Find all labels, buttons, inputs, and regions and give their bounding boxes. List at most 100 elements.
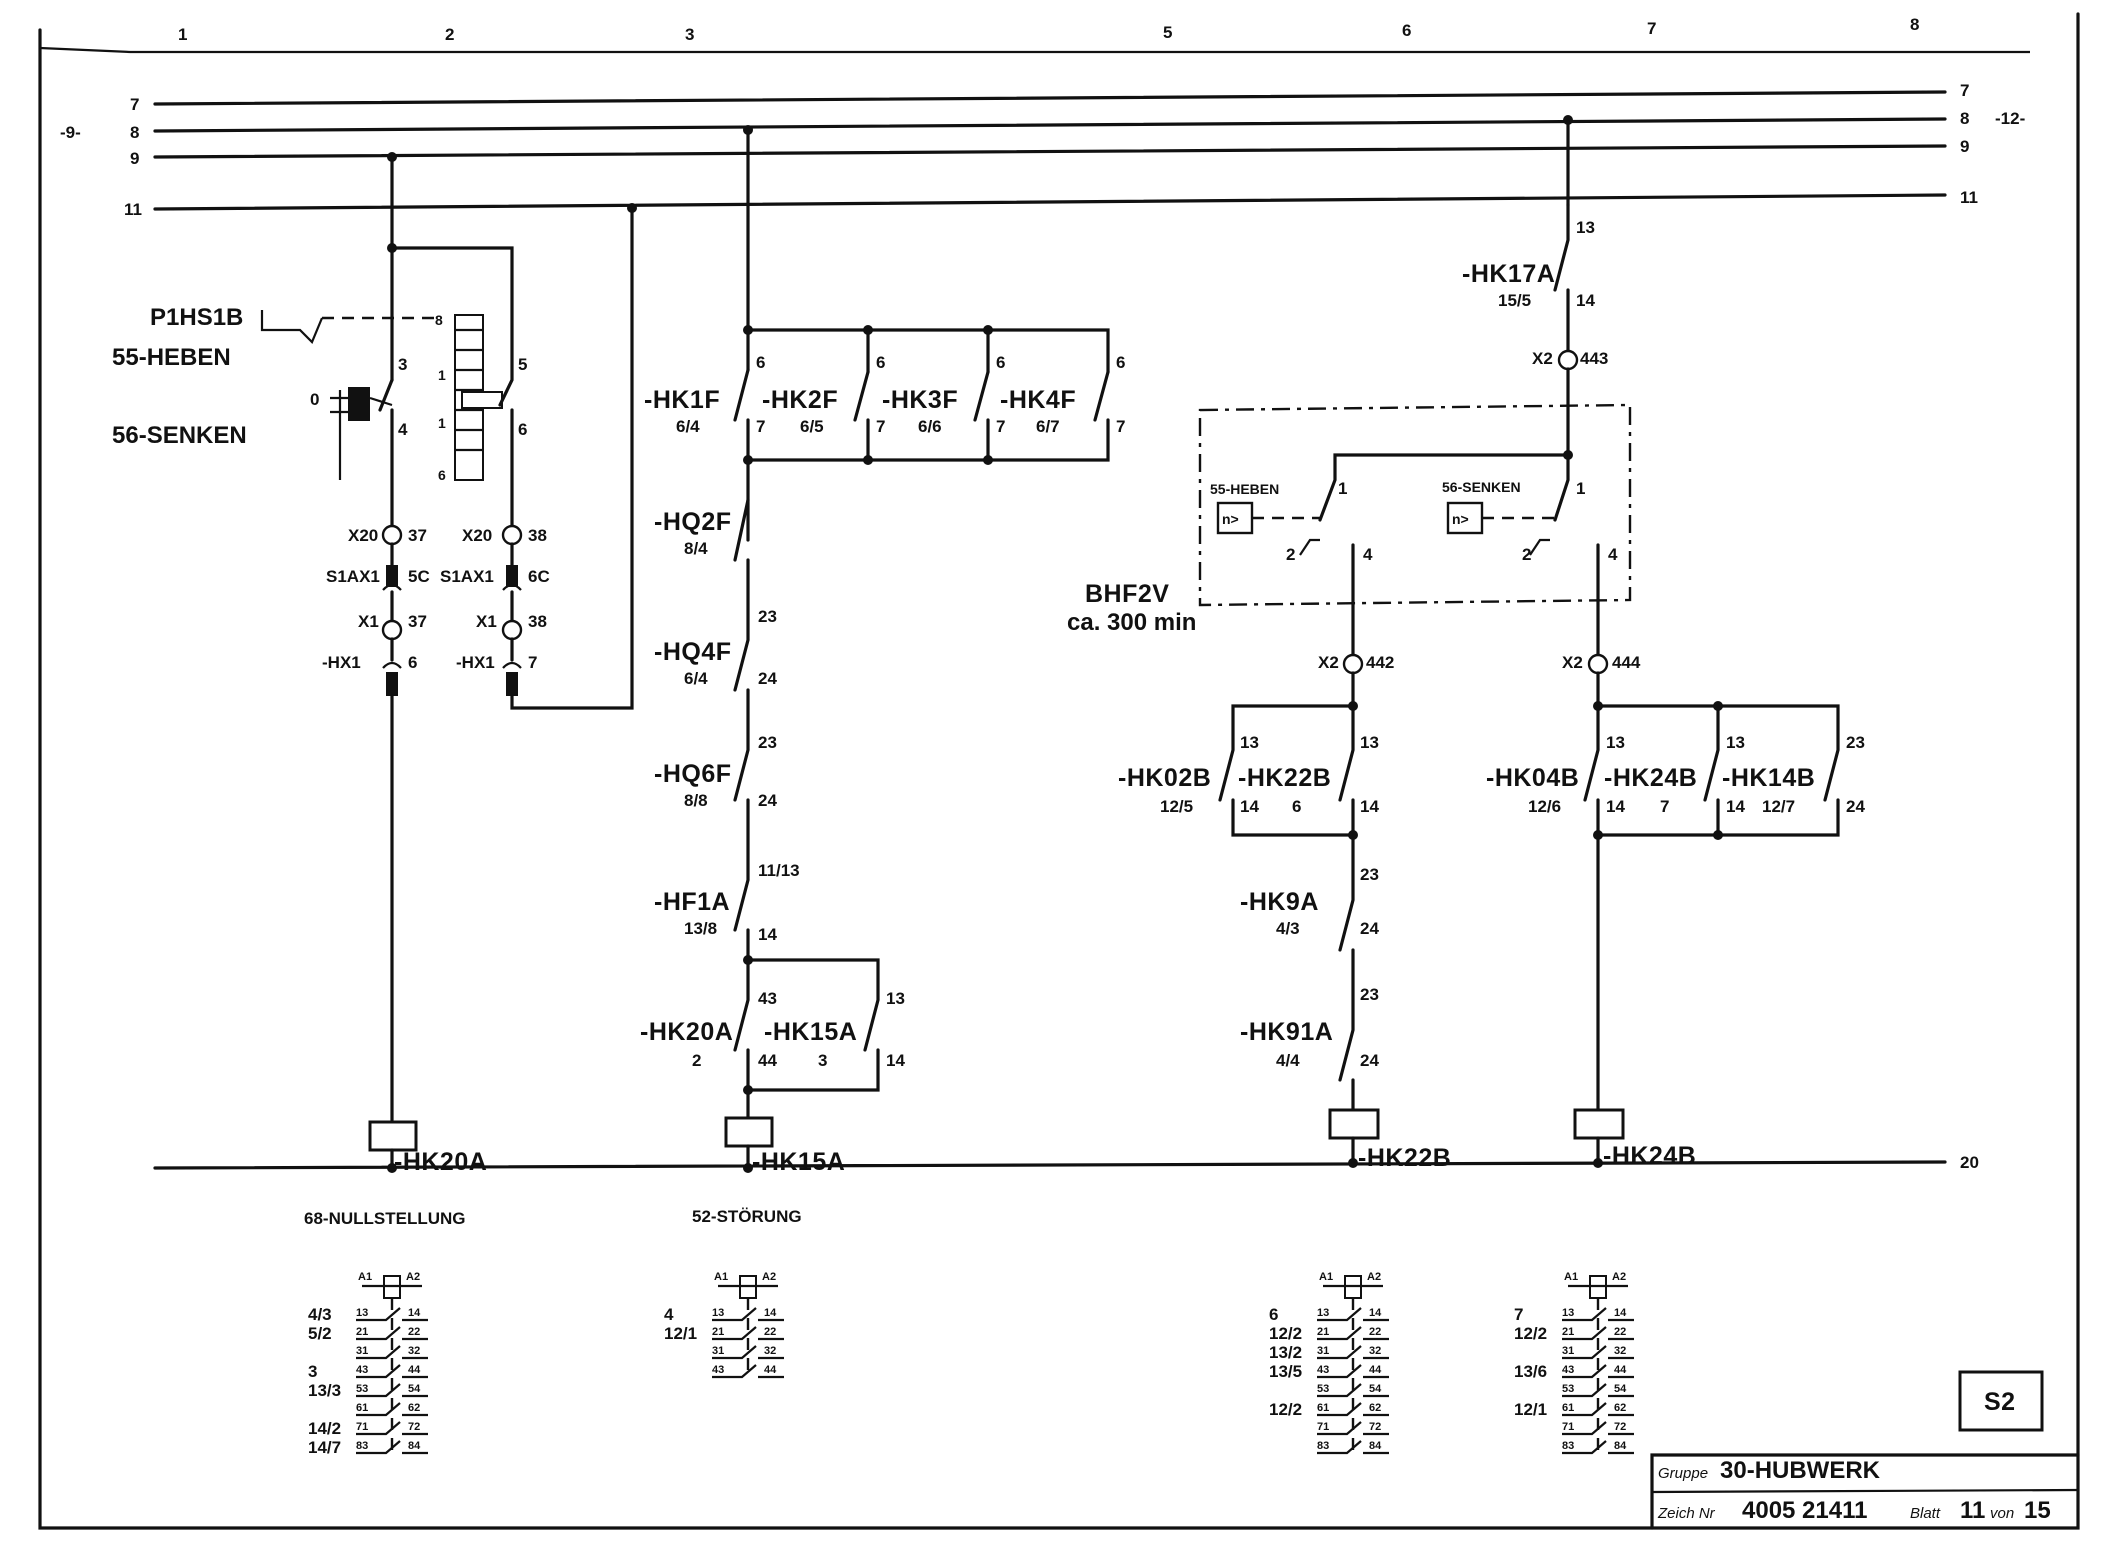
- connector-tag: -HX1: [456, 653, 495, 672]
- column-3-labels: -HK1F 6/4 -HK2F 6/5 -HK3F 6/6 -HK4F 6/7 …: [640, 353, 1125, 1226]
- contact-label: -HK15A: [764, 1018, 857, 1046]
- table-pin: 53: [1562, 1383, 1574, 1395]
- switch-heben: 55-HEBEN: [112, 344, 231, 371]
- bus-labels-left: 7 8 9 11 -9-: [60, 95, 142, 219]
- pin: 23: [1846, 733, 1865, 752]
- pin: 7: [1116, 417, 1125, 436]
- table-pin: 32: [1369, 1345, 1381, 1357]
- terminal-strip: X2: [1562, 653, 1583, 672]
- table-ref: 13/3: [308, 1381, 341, 1400]
- pin: 11/13: [758, 861, 800, 880]
- bus-label: 9: [130, 149, 139, 168]
- bus-label: 9: [1960, 137, 1969, 156]
- contact-ref: 4/3: [1276, 919, 1300, 938]
- zeich-label: Zeich Nr: [1657, 1505, 1716, 1522]
- contact-label: -HK20A: [640, 1018, 733, 1046]
- col-number: 5: [1163, 23, 1172, 42]
- connector-pin: 6C: [528, 567, 550, 586]
- table-contact: [1562, 1402, 1634, 1417]
- bus-label: 11: [124, 200, 142, 219]
- pin: 14: [1360, 797, 1379, 816]
- contact-label: -HK04B: [1486, 764, 1579, 792]
- pin: 6: [756, 353, 765, 372]
- column-3-circuit: [724, 125, 1110, 1173]
- pin: 6: [876, 353, 885, 372]
- pin: 7: [756, 417, 765, 436]
- coil-label: -HK24B: [1603, 1142, 1696, 1170]
- table-pin: 84: [1369, 1440, 1382, 1452]
- pin: 4: [1608, 545, 1618, 564]
- contact-ref: 6/5: [800, 417, 824, 436]
- pin: 43: [758, 989, 777, 1008]
- contact-ref: 8/8: [684, 791, 708, 810]
- table-pin: 54: [408, 1383, 421, 1395]
- table-pin: A2: [1367, 1271, 1381, 1283]
- coil-caption: 68-NULLSTELLUNG: [304, 1209, 466, 1228]
- table-pin: 32: [764, 1345, 776, 1357]
- table-pin: 83: [356, 1440, 368, 1452]
- von-value: 15: [2024, 1497, 2051, 1524]
- bus-label: 20: [1960, 1153, 1979, 1172]
- table-contact: [356, 1440, 428, 1455]
- contact-ref: 6/7: [1036, 417, 1060, 436]
- connector-tag: S1AX1: [326, 567, 380, 586]
- table-contact: [1562, 1326, 1634, 1341]
- bus-label: 11: [1960, 188, 1978, 207]
- pin: 1: [1576, 479, 1585, 498]
- contact-label: -HQ2F: [654, 508, 732, 536]
- table-pin: 22: [764, 1326, 776, 1338]
- gruppe-label: Gruppe: [1658, 1465, 1708, 1482]
- table-pin: 44: [764, 1364, 777, 1376]
- pin: 13: [1240, 733, 1259, 752]
- bus-bars: [153, 90, 1947, 1170]
- blatt-label: Blatt: [1910, 1505, 1941, 1522]
- table-pin: 83: [1317, 1440, 1329, 1452]
- table-pin: 61: [1562, 1402, 1574, 1414]
- senso-senken: 56-SENKEN: [1442, 479, 1521, 495]
- table-contact: [1317, 1307, 1389, 1322]
- table-pin: 43: [712, 1364, 724, 1376]
- table-contact: [356, 1421, 428, 1436]
- table-pin: 62: [1369, 1402, 1381, 1414]
- sheet-tag: S2: [1958, 1370, 2044, 1432]
- pin: 23: [1360, 985, 1379, 1004]
- scale-label: 8: [435, 312, 443, 328]
- table-ref: 5/2: [308, 1324, 332, 1343]
- table-pin: A1: [714, 1271, 728, 1283]
- table-contact: [1317, 1440, 1389, 1455]
- table-ref: 12/2: [1269, 1400, 1302, 1419]
- bus-ref: -9-: [60, 123, 81, 142]
- column-5-labels: 13 -HK17A 15/5 14 X2 443 55-HEBEN 56-SEN…: [1067, 218, 1865, 1172]
- contact-ref: 6/4: [676, 417, 700, 436]
- connector-pin: 5C: [408, 567, 430, 586]
- table-contact: [1317, 1421, 1389, 1436]
- terminal-number: 443: [1580, 349, 1608, 368]
- table-pin: 13: [1562, 1307, 1574, 1319]
- scale-label: 6: [438, 467, 446, 483]
- table-contact: [356, 1307, 428, 1322]
- zeich-value: 4005 21411: [1742, 1497, 1867, 1524]
- table-pin: 72: [1614, 1421, 1626, 1433]
- table-ref: 12/2: [1269, 1324, 1302, 1343]
- pin: 14: [1606, 797, 1625, 816]
- scale-label: 1: [438, 367, 446, 383]
- contact-number: 6: [518, 420, 527, 439]
- table-contact: [1317, 1326, 1389, 1341]
- contact-label: -HK24B: [1604, 764, 1697, 792]
- pin: 23: [758, 733, 777, 752]
- connector-tag: S1AX1: [440, 567, 494, 586]
- table-contact: [1562, 1383, 1634, 1398]
- table-pin: 72: [1369, 1421, 1381, 1433]
- coil-caption: 52-STÖRUNG: [692, 1207, 802, 1226]
- col-number: 7: [1647, 19, 1656, 38]
- contact-label: -HK14B: [1722, 764, 1815, 792]
- column-1-circuit: [368, 152, 637, 1173]
- speed-symbol: n>: [1222, 511, 1239, 527]
- connector-tag: -HX1: [322, 653, 361, 672]
- table-ref: 12/2: [1514, 1324, 1547, 1343]
- pin: 2: [1522, 545, 1531, 564]
- terminal-number: 37: [408, 526, 427, 545]
- table-pin: 31: [1317, 1345, 1329, 1357]
- switch-senken: 56-SENKEN: [112, 422, 247, 449]
